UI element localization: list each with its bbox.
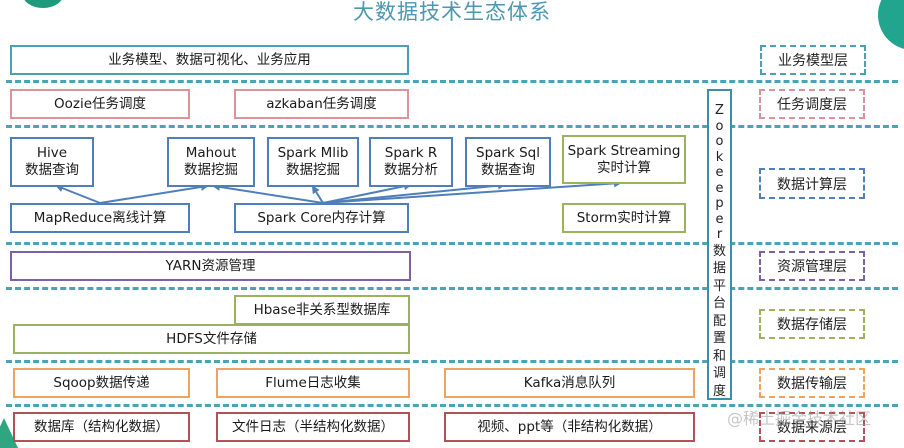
zookeeper-char: p [715, 196, 724, 211]
spark-r-name: Spark R [384, 145, 438, 162]
zookeeper-char: 置 [712, 331, 726, 346]
spark-sql-box: Spark Sql 数据查询 [465, 137, 551, 187]
zookeeper-char: 台 [712, 296, 726, 311]
layer-label-source: 数据来源层 [759, 412, 865, 442]
arrow-sparkcore-mlib [311, 185, 324, 204]
zookeeper-char: 调 [712, 366, 726, 381]
layer-label-storage: 数据存储层 [759, 309, 865, 339]
layer-separator [6, 80, 898, 83]
zookeeper-char: e [715, 180, 724, 196]
spark-r-box: Spark R 数据分析 [369, 137, 453, 187]
hive-desc: 数据查询 [25, 162, 79, 178]
arrow-mapreduce-hive [55, 184, 101, 204]
layer-separator [6, 360, 898, 363]
spark-core-box: Spark Core内存计算 [234, 203, 409, 233]
oozie-box: Oozie任务调度 [10, 89, 190, 119]
mahout-desc: 数据挖掘 [184, 162, 238, 178]
zookeeper-char: o [715, 118, 724, 134]
database-source-box: 数据库（结构化数据） [13, 412, 190, 442]
spark-mlib-box: Spark Mlib 数据挖掘 [267, 137, 359, 187]
hive-name: Hive [36, 145, 68, 162]
layer-separator [6, 125, 898, 128]
zookeeper-char: e [715, 165, 724, 180]
spark-streaming-desc: 实时计算 [597, 159, 651, 176]
spark-mlib-desc: 数据挖掘 [286, 162, 340, 178]
watermark: @稀土掘金技术社区 [727, 409, 872, 428]
hive-box: Hive 数据查询 [10, 137, 94, 187]
azkaban-box: azkaban任务调度 [234, 89, 409, 119]
arrow-sparkcore-sparkr [322, 182, 412, 204]
spark-r-desc: 数据分析 [384, 162, 438, 178]
kafka-box: Kafka消息队列 [444, 368, 695, 398]
corner-decoration-top-left [22, 0, 64, 8]
zookeeper-char: r [716, 227, 723, 242]
spark-sql-desc: 数据查询 [481, 162, 535, 178]
layer-label-compute: 数据计算层 [759, 168, 865, 199]
layer-label-scheduling: 任务调度层 [759, 89, 865, 119]
zookeeper-char: 和 [712, 348, 726, 364]
spark-sql-name: Spark Sql [476, 145, 540, 162]
zookeeper-char: o [715, 134, 724, 149]
diagram-title: 大数据技术生态体系 [353, 0, 551, 24]
hbase-box: Hbase非关系型数据库 [234, 295, 410, 325]
video-source-box: 视频、ppt等（非结构化数据） [444, 412, 695, 442]
sqoop-box: Sqoop数据传递 [13, 368, 190, 398]
layer-separator [6, 287, 898, 290]
zookeeper-char: 据 [712, 261, 726, 276]
zookeeper-char: 度 [712, 383, 726, 399]
yarn-box: YARN资源管理 [10, 251, 411, 281]
zookeeper-char: Z [715, 103, 724, 118]
zookeeper-char: 平 [712, 278, 726, 294]
zookeeper-char: k [715, 149, 724, 165]
mahout-name: Mahout [185, 145, 237, 162]
layer-separator [6, 404, 898, 407]
arrow-mapreduce-mahout [99, 182, 209, 204]
layer-label-transport: 数据传输层 [759, 368, 865, 398]
storm-box: Storm实时计算 [562, 203, 686, 233]
arrow-sparkcore-streaming [322, 179, 622, 204]
flume-box: Flume日志收集 [216, 368, 410, 398]
mahout-box: Mahout 数据挖掘 [167, 137, 255, 187]
zookeeper-char: 配 [712, 313, 726, 329]
log-source-box: 文件日志（半结构化数据） [216, 412, 410, 442]
layer-label-business: 业务模型层 [760, 45, 866, 75]
layer-label-resource: 资源管理层 [759, 251, 865, 281]
hdfs-box: HDFS文件存储 [13, 324, 410, 354]
layer-separator [6, 242, 898, 245]
zookeeper-char: e [715, 211, 724, 227]
business-apps-box: 业务模型、数据可视化、业务应用 [10, 45, 409, 75]
arrow-sparkcore-mahout [212, 182, 324, 204]
spark-streaming-name: Spark Streaming [567, 142, 681, 159]
spark-mlib-name: Spark Mlib [277, 145, 349, 162]
spark-streaming-box: Spark Streaming 实时计算 [562, 135, 686, 184]
zookeeper-char: 数 [712, 243, 726, 259]
mapreduce-box: MapReduce离线计算 [10, 203, 190, 233]
